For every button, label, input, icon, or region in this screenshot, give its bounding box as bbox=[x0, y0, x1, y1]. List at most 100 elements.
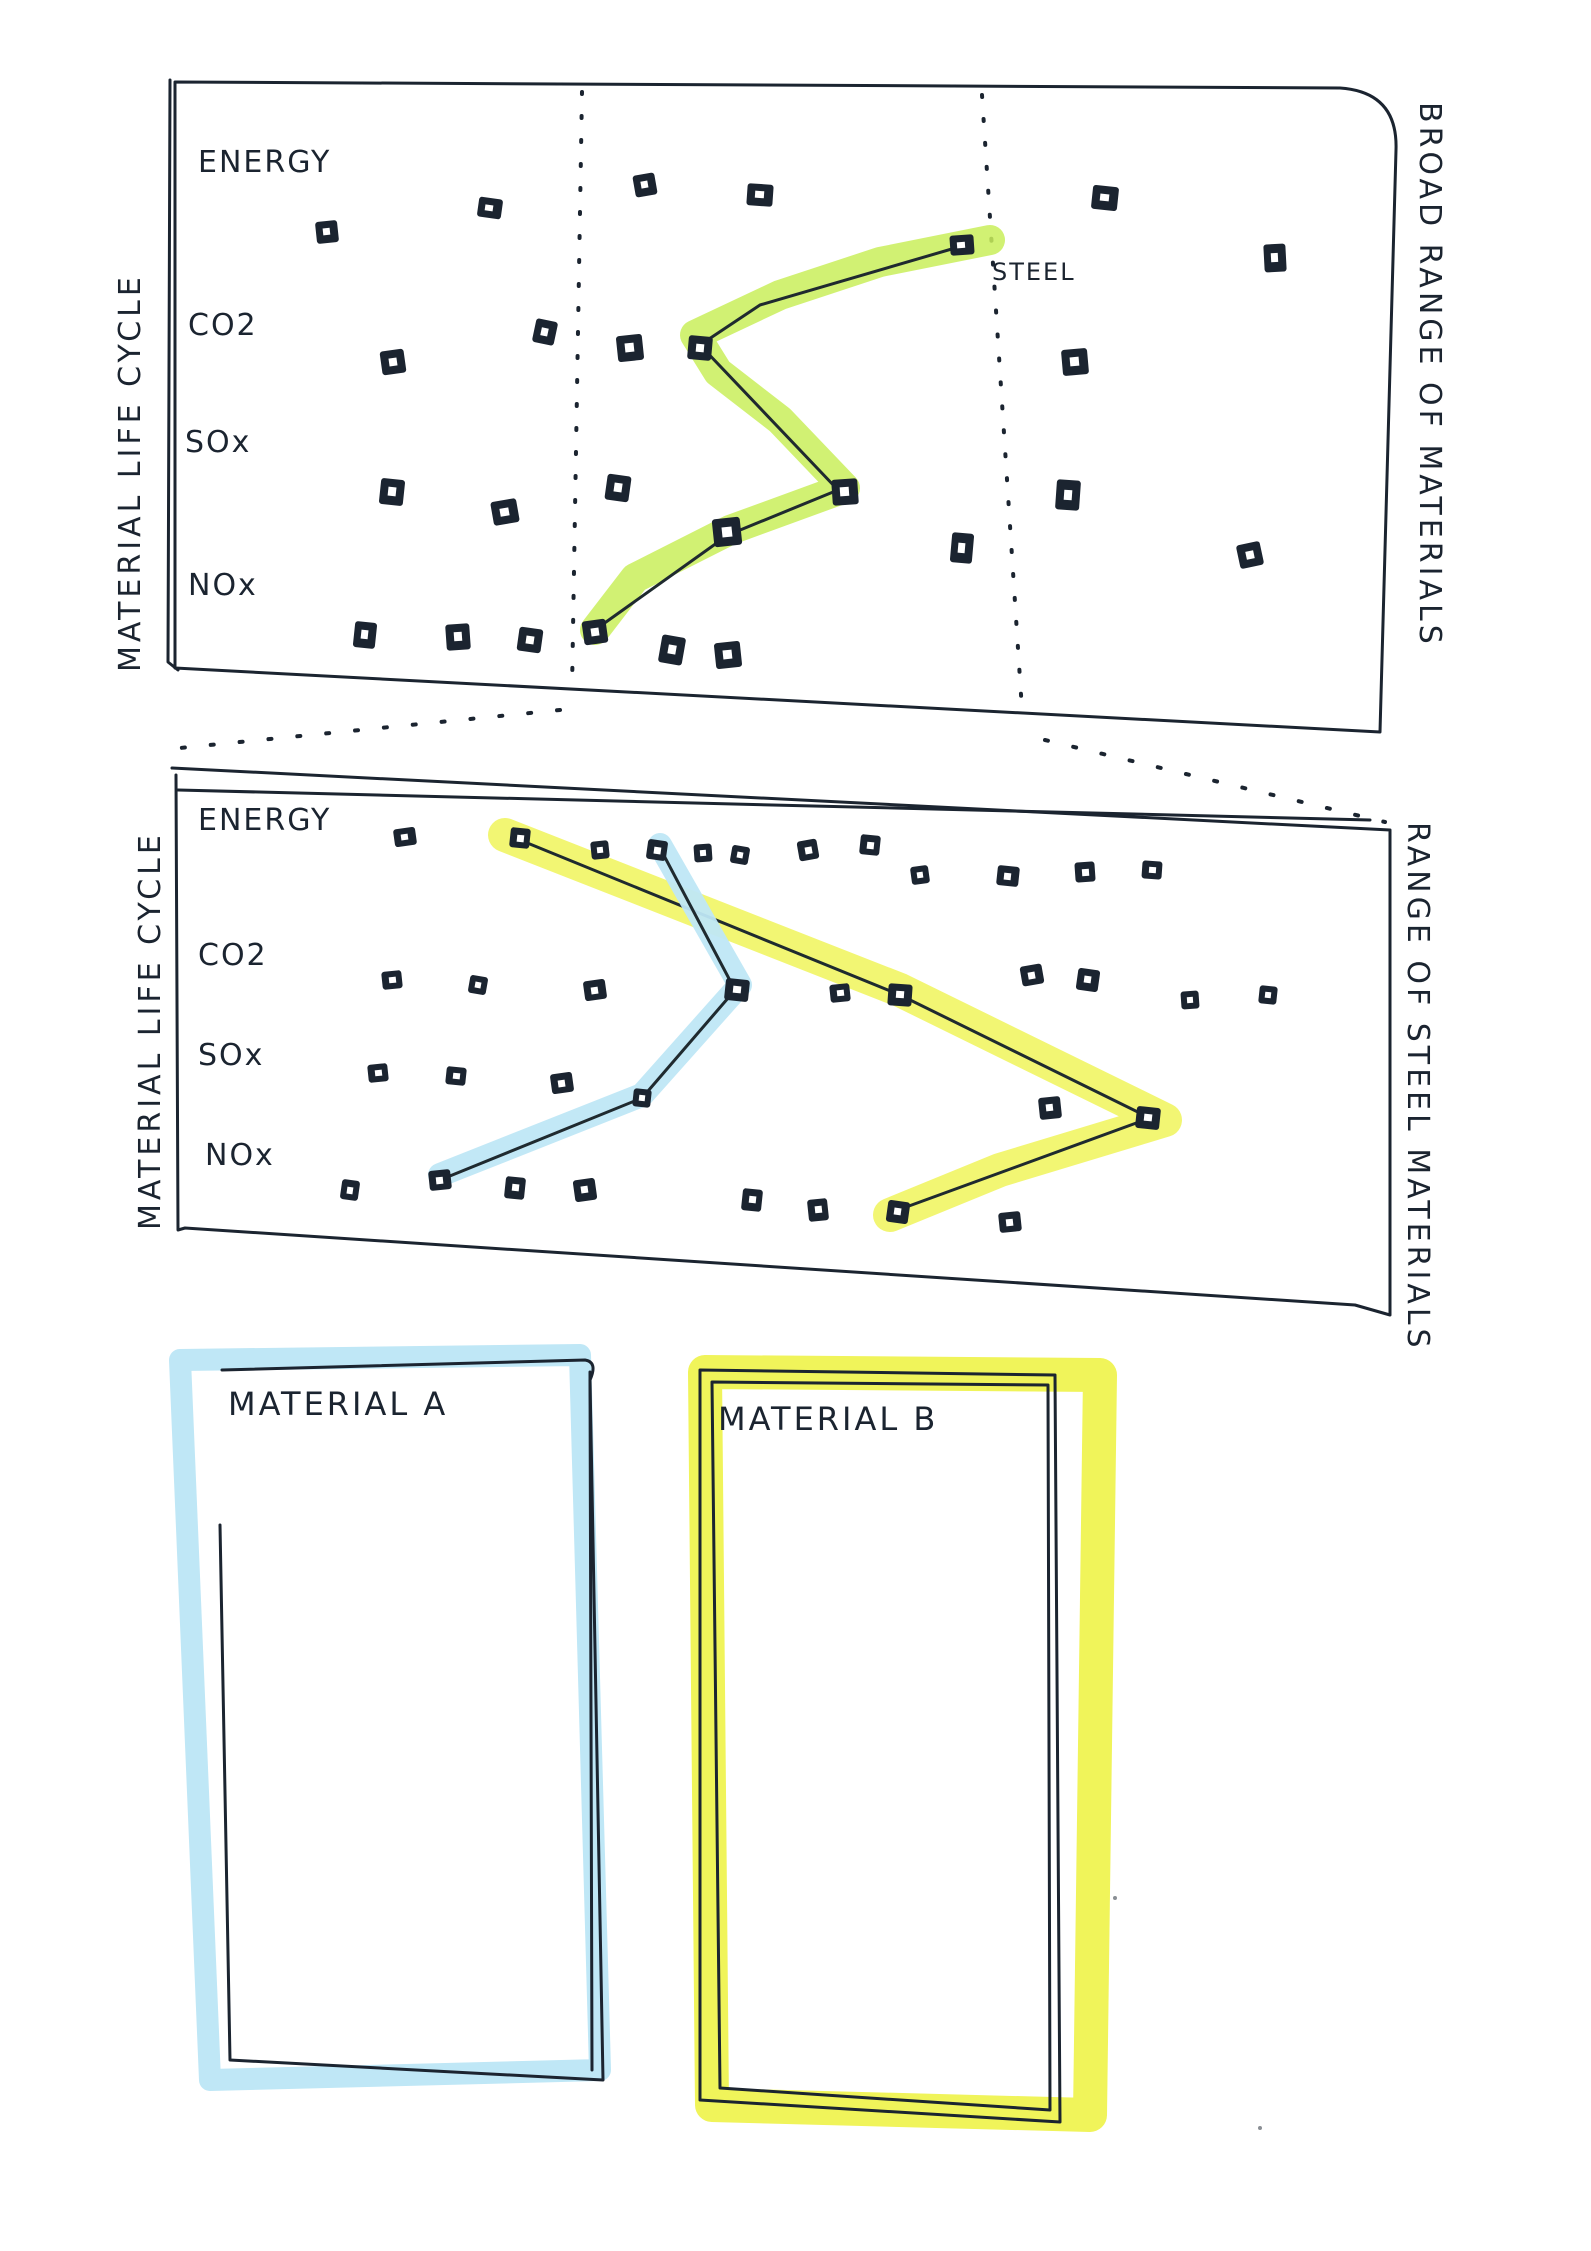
top-row-label-nox: NOx bbox=[188, 568, 258, 603]
top-mark bbox=[711, 516, 743, 548]
bottom-mark bbox=[829, 983, 851, 1003]
bottom-mark bbox=[1019, 963, 1045, 987]
bottom-mark bbox=[1038, 1096, 1062, 1120]
top-mark bbox=[949, 532, 975, 564]
connector-right bbox=[1043, 738, 1387, 824]
bottom-blue-ink bbox=[438, 846, 737, 1182]
material-b-highlight bbox=[688, 1355, 1117, 2132]
material-a-card[interactable]: MATERIAL A bbox=[169, 1344, 611, 2091]
top-row-label-sox: SOx bbox=[185, 425, 251, 460]
top-panel-frame bbox=[173, 80, 1398, 734]
bottom-mark bbox=[340, 1179, 360, 1201]
top-mark bbox=[1055, 479, 1081, 511]
material-a-frame bbox=[218, 1358, 605, 2082]
material-b-frame bbox=[698, 1368, 1062, 2124]
bottom-mark bbox=[509, 827, 531, 849]
bottom-mark bbox=[428, 1169, 452, 1191]
top-mark bbox=[831, 478, 859, 506]
material-b-frame-inner bbox=[710, 1380, 1052, 2112]
top-mark bbox=[379, 348, 407, 376]
top-mark bbox=[1263, 243, 1287, 273]
top-mark bbox=[1236, 541, 1264, 569]
bottom-mark bbox=[1074, 861, 1096, 883]
bottom-mark bbox=[381, 970, 403, 990]
top-mark bbox=[490, 498, 520, 526]
bottom-mark bbox=[885, 1199, 911, 1225]
top-mark bbox=[352, 621, 378, 649]
bottom-panel-frame bbox=[170, 766, 1392, 1317]
material-b-card[interactable]: MATERIAL B bbox=[688, 1355, 1117, 2132]
bottom-mark bbox=[996, 865, 1020, 887]
bottom-mark bbox=[504, 1176, 526, 1200]
steel-label: STEEL bbox=[992, 258, 1076, 286]
bottom-row-label-co2: CO2 bbox=[198, 938, 268, 973]
top-mark bbox=[714, 641, 742, 669]
top-mark bbox=[379, 478, 405, 506]
bottom-row-label-energy: ENERGY bbox=[198, 803, 331, 838]
bottom-blue-highlight bbox=[428, 833, 752, 1187]
bottom-panel: ENERGY CO2 SOx NOx MATERIAL LIFE CYCLE R… bbox=[133, 766, 1435, 1352]
top-divider-left bbox=[570, 90, 584, 692]
top-mark bbox=[1091, 185, 1119, 211]
bottom-mark bbox=[590, 840, 610, 860]
bottom-right-label: RANGE OF STEEL MATERIALS bbox=[1400, 822, 1435, 1352]
bottom-mark bbox=[1258, 985, 1278, 1005]
bottom-mark bbox=[998, 1211, 1022, 1233]
bottom-mark bbox=[807, 1198, 829, 1222]
bottom-mark bbox=[1141, 860, 1163, 880]
top-left-label: MATERIAL LIFE CYCLE bbox=[113, 273, 148, 672]
bottom-mark bbox=[724, 978, 750, 1002]
bottom-mark bbox=[741, 1188, 763, 1212]
material-a-highlight bbox=[169, 1344, 611, 2091]
top-mark bbox=[581, 618, 609, 646]
top-row-label-co2: CO2 bbox=[188, 308, 258, 343]
bottom-panel-frame-inner bbox=[176, 788, 1372, 822]
bottom-mark bbox=[1135, 1106, 1161, 1130]
top-divider-right bbox=[980, 93, 1024, 712]
connector-left bbox=[158, 708, 562, 752]
bottom-mark bbox=[367, 1063, 389, 1083]
top-right-label: BROAD RANGE OF MATERIALS bbox=[1412, 102, 1447, 648]
bottom-mark bbox=[550, 1071, 574, 1095]
bottom-mark bbox=[859, 834, 881, 856]
bottom-mark bbox=[1075, 967, 1101, 993]
material-a-title: MATERIAL A bbox=[228, 1385, 448, 1423]
bottom-mark bbox=[632, 1088, 652, 1108]
bottom-mark bbox=[572, 1177, 598, 1203]
top-mark bbox=[445, 623, 471, 651]
stray-dot bbox=[1113, 1896, 1117, 1900]
bottom-mark bbox=[1180, 990, 1200, 1010]
top-ink-path bbox=[590, 244, 964, 634]
top-mark bbox=[949, 234, 975, 256]
bottom-mark bbox=[445, 1066, 467, 1086]
bottom-mark bbox=[887, 983, 913, 1007]
bottom-mark bbox=[693, 843, 713, 863]
bottom-row-label-sox: SOx bbox=[198, 1038, 264, 1073]
top-mark bbox=[658, 634, 686, 666]
top-mark bbox=[632, 172, 658, 198]
top-mark bbox=[746, 183, 774, 207]
top-panel-frame-inner bbox=[166, 78, 180, 672]
bottom-mark bbox=[730, 845, 750, 865]
top-mark bbox=[315, 220, 339, 244]
stray-dot bbox=[1258, 2126, 1262, 2130]
bottom-mark bbox=[468, 975, 488, 995]
bottom-mark bbox=[646, 839, 668, 861]
top-mark bbox=[616, 334, 644, 362]
bottom-mark bbox=[583, 978, 607, 1002]
bottom-yellow-highlight bbox=[488, 818, 1182, 1232]
top-mark bbox=[532, 318, 558, 346]
top-highlight-path bbox=[580, 225, 1005, 645]
bottom-left-label: MATERIAL LIFE CYCLE bbox=[133, 831, 168, 1230]
material-b-title: MATERIAL B bbox=[718, 1400, 938, 1438]
bottom-row-label-nox: NOx bbox=[205, 1138, 275, 1173]
top-mark bbox=[477, 196, 503, 220]
top-mark bbox=[604, 473, 632, 503]
top-mark bbox=[1061, 348, 1089, 376]
bottom-mark bbox=[910, 865, 930, 885]
material-a-frame-inner bbox=[588, 1370, 594, 2072]
bottom-mark bbox=[796, 838, 820, 862]
top-panel: ENERGY CO2 SOx NOx MATERIAL LIFE CYCLE B… bbox=[113, 78, 1447, 734]
bottom-marks bbox=[340, 826, 1278, 1233]
top-marks bbox=[315, 172, 1287, 669]
